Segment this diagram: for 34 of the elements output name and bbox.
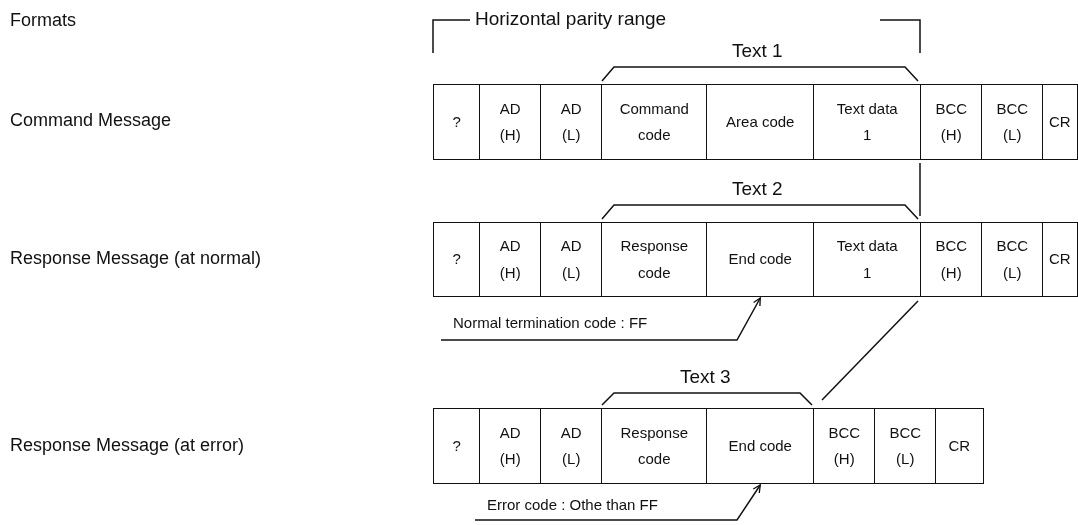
field-cell: ? (433, 408, 481, 484)
field-cell: Command code (601, 84, 708, 160)
leader-line (474, 484, 761, 521)
row-label: Response Message (at error) (10, 435, 245, 456)
field-cell: AD (H) (479, 408, 542, 484)
field-cell: AD (L) (540, 408, 603, 484)
field-cell: ? (433, 84, 481, 160)
heading: Formats (10, 10, 76, 31)
field-cell: End code (706, 408, 815, 484)
field-cell: End code (706, 222, 815, 297)
field-cell: BCC (H) (920, 222, 983, 297)
annotation-text: Error code : Othe than FF (475, 496, 737, 520)
field-cell: CR (1042, 84, 1078, 160)
field-cell: BCC (L) (874, 408, 937, 484)
annotation-text: Normal termination code : FF (441, 314, 737, 340)
field-cell: AD (H) (479, 84, 542, 160)
leader-line (440, 297, 761, 341)
field-cell: Response code (601, 222, 708, 297)
field-cell: CR (1042, 222, 1078, 297)
field-cell: ? (433, 222, 481, 297)
field-cell: BCC (L) (981, 84, 1044, 160)
field-cell: BCC (H) (813, 408, 876, 484)
field-cell: AD (L) (540, 84, 603, 160)
field-cell: Text data 1 (813, 222, 922, 297)
field-cell: BCC (L) (981, 222, 1044, 297)
field-cell: Area code (706, 84, 815, 160)
field-cell: BCC (H) (920, 84, 983, 160)
field-cell: AD (L) (540, 222, 603, 297)
field-cell: AD (H) (479, 222, 542, 297)
row-label: Command Message (10, 110, 172, 131)
field-cell: Text data 1 (813, 84, 922, 160)
field-cell: Response code (601, 408, 708, 484)
field-cell: CR (935, 408, 984, 484)
row-label: Response Message (at normal) (10, 248, 262, 269)
